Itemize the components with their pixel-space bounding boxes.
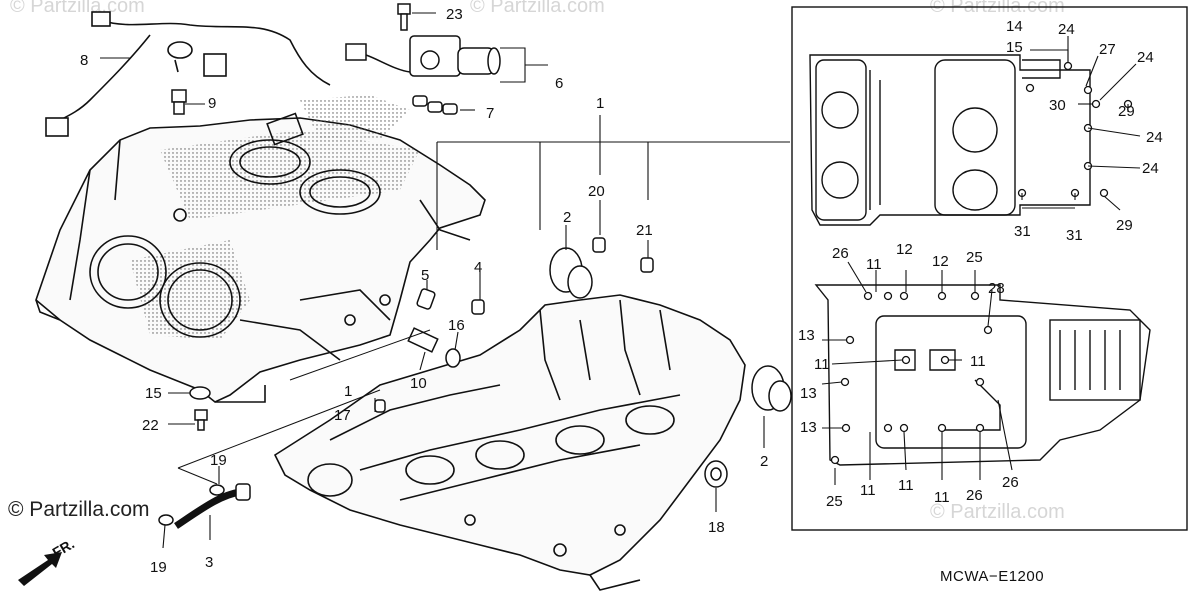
callout-29: 29 bbox=[1116, 217, 1133, 234]
wire-harness bbox=[45, 11, 331, 137]
callout-15: 15 bbox=[145, 385, 162, 402]
callout-19: 19 bbox=[150, 559, 167, 576]
callout-24: 24 bbox=[1058, 21, 1075, 38]
callout-1: 1 bbox=[344, 383, 352, 400]
callout-24: 24 bbox=[1146, 129, 1163, 146]
dowel-and-seal-parts bbox=[158, 237, 792, 529]
svg-text:© Partzilla.com: © Partzilla.com bbox=[470, 0, 605, 17]
callout-5: 5 bbox=[421, 267, 429, 284]
alignment-lines bbox=[177, 329, 431, 485]
callout-21: 21 bbox=[636, 222, 653, 239]
solenoid-valve-group bbox=[345, 3, 501, 115]
upper-crankcase bbox=[35, 95, 486, 403]
callout-16: 16 bbox=[448, 317, 465, 334]
callout-13: 13 bbox=[800, 385, 817, 402]
callout-27: 27 bbox=[1099, 41, 1116, 58]
callout-3: 3 bbox=[205, 554, 213, 571]
callout-13: 13 bbox=[800, 419, 817, 436]
callout-29: 29 bbox=[1118, 103, 1135, 120]
callout-20: 20 bbox=[588, 183, 605, 200]
callout-4: 4 bbox=[474, 259, 482, 276]
callout-31: 31 bbox=[1066, 227, 1083, 244]
callout-labels: 1 1 2 2 3 4 5 6 7 8 9 10 16 17 18 19 19 … bbox=[80, 6, 1163, 576]
lower-crankcase bbox=[273, 294, 746, 591]
callout-2: 2 bbox=[563, 209, 571, 226]
callout-7: 7 bbox=[486, 105, 494, 122]
parts-inset-box bbox=[791, 6, 1188, 531]
callout-23: 23 bbox=[446, 6, 463, 23]
callout-2: 2 bbox=[760, 453, 768, 470]
svg-text:© Partzilla.com: © Partzilla.com bbox=[930, 0, 1065, 17]
callout-8: 8 bbox=[80, 52, 88, 69]
callout-30: 30 bbox=[1049, 97, 1066, 114]
callout-11: 11 bbox=[934, 489, 950, 506]
callout-12: 12 bbox=[932, 253, 949, 270]
callout-24: 24 bbox=[1137, 49, 1154, 66]
callout-1: 1 bbox=[596, 95, 604, 112]
callout-18: 18 bbox=[708, 519, 725, 536]
callout-12: 12 bbox=[896, 241, 913, 258]
callout-17: 17 bbox=[334, 407, 351, 424]
callout-26: 26 bbox=[832, 245, 849, 262]
callout-26: 26 bbox=[966, 487, 983, 504]
callout-11: 11 bbox=[970, 353, 986, 370]
callout-26: 26 bbox=[1002, 474, 1019, 491]
partzilla-brand: © Partzilla.com bbox=[8, 498, 150, 521]
callout-22: 22 bbox=[142, 417, 159, 434]
callout-11: 11 bbox=[814, 356, 830, 373]
callout-28: 28 bbox=[988, 280, 1005, 297]
callout-14: 14 bbox=[1006, 18, 1023, 35]
callout-10: 10 bbox=[410, 375, 427, 392]
oil-pressure-switch bbox=[171, 89, 187, 115]
svg-text:© Partzilla.com: © Partzilla.com bbox=[930, 501, 1065, 523]
callout-6: 6 bbox=[555, 75, 563, 92]
leader-lines bbox=[100, 12, 1141, 549]
callout-11: 11 bbox=[860, 482, 876, 499]
callout-25: 25 bbox=[826, 493, 843, 510]
callout-15: 15 bbox=[1006, 39, 1023, 56]
callout-24: 24 bbox=[1142, 160, 1159, 177]
callout-31: 31 bbox=[1014, 223, 1031, 240]
front-direction-arrow bbox=[18, 552, 62, 586]
diagram-code: MCWA−E1200 bbox=[940, 568, 1045, 585]
svg-text:© Partzilla.com: © Partzilla.com bbox=[10, 0, 145, 17]
callout-11: 11 bbox=[866, 256, 882, 273]
callout-19: 19 bbox=[210, 452, 227, 469]
callout-11: 11 bbox=[898, 477, 914, 494]
callout-13: 13 bbox=[798, 327, 815, 344]
callout-25: 25 bbox=[966, 249, 983, 266]
callout-9: 9 bbox=[208, 95, 216, 112]
